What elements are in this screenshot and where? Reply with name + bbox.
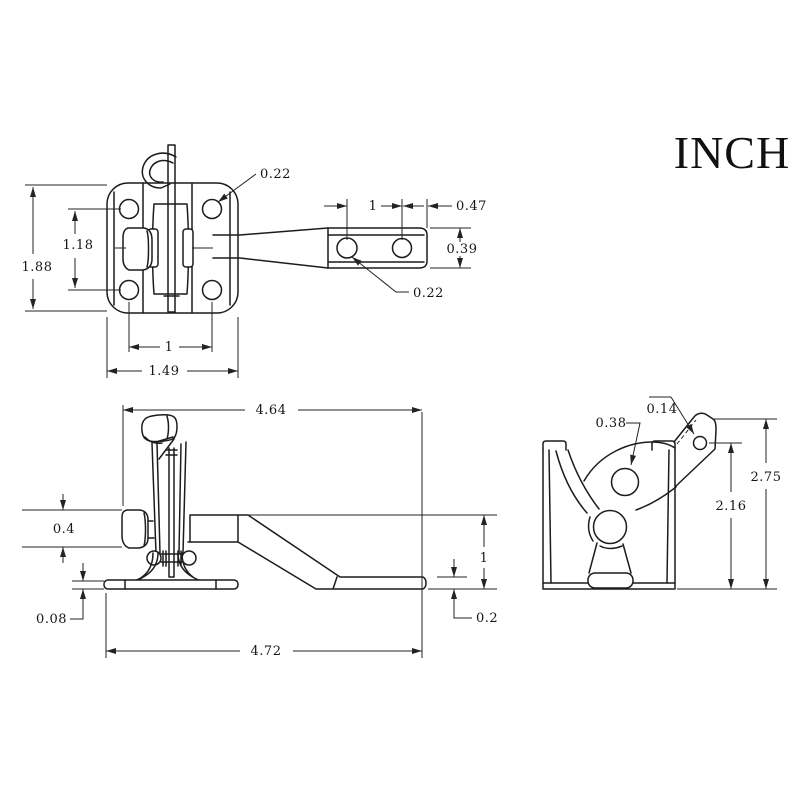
lever-hole <box>610 467 640 497</box>
dim-overall-height: 2.75 <box>751 470 782 485</box>
right-wall <box>666 449 676 584</box>
dim-strap-width: 0.39 <box>447 242 478 257</box>
dim-strap-hole-spacing: 1 <box>369 199 378 214</box>
ext-hole-spacing-v <box>68 208 121 291</box>
latch-pin <box>163 144 180 313</box>
dim-strap-end-offset: 0.47 <box>456 199 487 214</box>
right-wall-tab <box>651 440 676 451</box>
ext-catch-height <box>22 509 122 548</box>
leader-rod-thickness <box>453 607 472 619</box>
plate-hole <box>118 198 140 220</box>
side-view: 4.64 0.4 0.08 4.72 1 0.2 <box>22 403 498 659</box>
left-wall-tab <box>542 440 567 451</box>
bracket-legs <box>133 552 202 582</box>
dim-pivot-height: 2.16 <box>716 499 747 514</box>
leader-hole-dia-tab <box>670 396 695 435</box>
strap-plate-folds <box>327 234 425 263</box>
dim-rod-thickness: 0.2 <box>476 611 498 626</box>
base-bar-seams <box>124 579 217 590</box>
plate-flange-lines <box>113 191 231 306</box>
dim-catch-height: 0.4 <box>53 522 75 537</box>
hook-outline <box>141 152 177 189</box>
unit-label: INCH <box>674 127 790 178</box>
arm-taper <box>212 227 329 269</box>
strap-hole <box>391 237 413 259</box>
dim-plate-height: 1.88 <box>22 260 53 275</box>
ext-base-thickness <box>72 580 104 590</box>
hook-inner <box>148 159 174 183</box>
catch-knob-side-inner <box>143 512 155 547</box>
dim-drop-height: 1 <box>480 551 489 566</box>
catch-knob-top-inner <box>146 230 150 268</box>
ext-strap-width <box>430 227 471 269</box>
dim-hole-spacing-horizontal: 1 <box>165 340 174 355</box>
end-view: 0.38 0.14 2.75 2.16 <box>542 396 782 590</box>
strap-hole <box>336 237 358 259</box>
plate-hole <box>201 198 223 220</box>
pivot-washers <box>162 550 182 567</box>
ext-plate-width <box>106 317 239 378</box>
ext-length <box>122 405 423 658</box>
dim-hole-dia-strap: 0.22 <box>413 286 444 301</box>
pivot-nut-left <box>146 550 162 566</box>
catch-knob-top <box>122 227 153 271</box>
ext-hole-spacing-h <box>128 302 213 352</box>
leader-base-thickness <box>70 607 84 620</box>
ext-drop-height <box>248 514 497 590</box>
dim-length-overall: 4.72 <box>251 644 282 659</box>
angled-tab <box>673 412 717 487</box>
center-strap <box>165 447 178 578</box>
catch-knob-side <box>121 509 149 549</box>
bent-arm-rod <box>187 514 427 590</box>
dim-hole-dia-lever: 0.38 <box>596 416 627 431</box>
top-view: 0.22 1.88 1.18 1 1.49 1 0.47 0.39 0.22 <box>22 144 487 379</box>
left-wall <box>542 449 552 584</box>
pivot-boss-collar <box>587 516 623 550</box>
dim-plate-width: 1.49 <box>149 364 180 379</box>
plate-hole <box>201 279 223 301</box>
foot-pad <box>587 572 634 589</box>
leader-hole-dia-strap <box>351 256 409 293</box>
leader-hole-dia-plate <box>217 173 257 203</box>
lever-bars <box>151 436 187 554</box>
lever-arch <box>583 441 676 482</box>
dim-hole-dia-plate: 0.22 <box>260 167 291 182</box>
dim-hole-spacing-vertical: 1.18 <box>63 238 94 253</box>
dim-base-thickness: 0.08 <box>36 612 67 627</box>
handle-loop-inner <box>144 415 170 444</box>
lever-left-arm <box>555 449 600 514</box>
dim-length-top: 4.64 <box>256 403 287 418</box>
lever-right-arm <box>635 486 677 511</box>
pivot-nut-right <box>181 550 197 566</box>
plate-hole <box>118 279 140 301</box>
leader-hole-dia-lever <box>626 422 641 466</box>
tab-hole <box>692 435 708 451</box>
pivot-boss <box>592 509 628 545</box>
lever-stem <box>588 542 632 574</box>
ext-plate-height <box>25 184 107 312</box>
base-bar <box>103 579 239 590</box>
spindle-nut-right <box>182 228 194 268</box>
dim-hole-dia-tab: 0.14 <box>647 402 678 417</box>
